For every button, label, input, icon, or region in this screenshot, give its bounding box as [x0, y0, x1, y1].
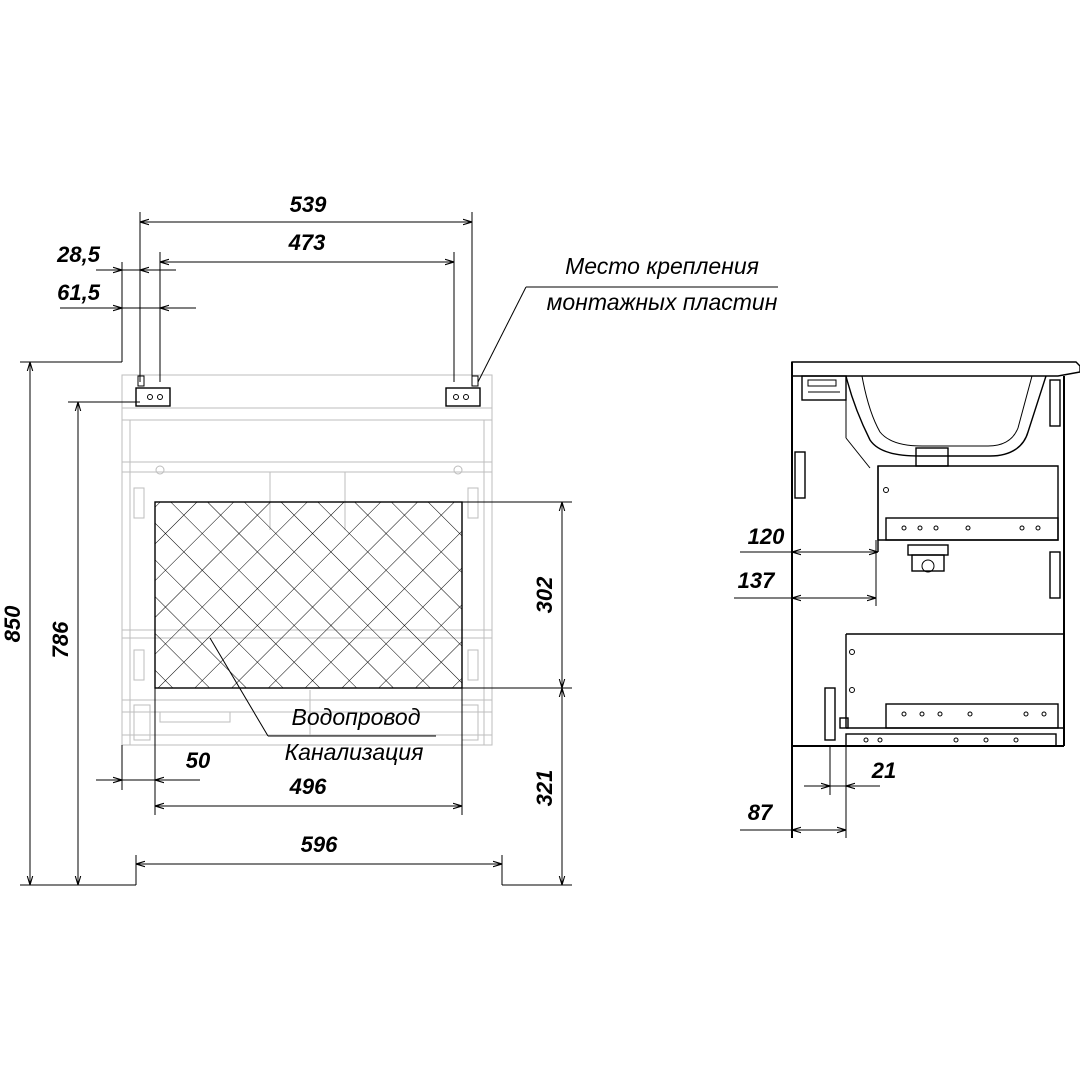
dimension-496: 496	[155, 688, 463, 815]
mounting-callout-line2: монтажных пластин	[547, 289, 778, 315]
dimension-120: 120	[740, 524, 878, 552]
dim-61-5-label: 61,5	[57, 280, 101, 305]
dimension-473: 473	[159, 230, 455, 382]
dim-21-label: 21	[871, 758, 896, 783]
dimension-786: 786	[48, 401, 140, 885]
lower-drawer-slide	[845, 733, 1057, 747]
dimension-539: 539	[139, 192, 473, 382]
dim-496-label: 496	[289, 774, 327, 799]
upper-drawer	[877, 465, 1059, 573]
basin	[845, 375, 1047, 457]
utilities-zone	[154, 501, 463, 689]
mounting-callout: Место крепления монтажных пластин	[477, 253, 778, 383]
dimension-28-5: 28,5	[56, 242, 176, 362]
dim-302-label: 302	[532, 576, 557, 613]
wall-rail-lower-left	[824, 687, 836, 741]
wall-rail-upper-right	[1049, 379, 1061, 427]
dim-850-label: 850	[0, 605, 25, 642]
wall-rail-middle-right	[1049, 551, 1061, 599]
dimension-137: 137	[734, 540, 877, 606]
water-supply-label: Водопровод	[292, 704, 421, 730]
basin-drain	[915, 447, 949, 467]
dim-786-label: 786	[48, 621, 73, 658]
wall-rail-upper-left	[794, 451, 806, 499]
dim-50-label: 50	[186, 748, 211, 773]
dim-321-label: 321	[532, 770, 557, 807]
dimension-50: 50	[96, 688, 211, 815]
front-view: 539 473 28,5 61,5 Место креп	[0, 192, 778, 886]
side-view: 120 137 21 87	[734, 361, 1080, 838]
dim-473-label: 473	[288, 230, 326, 255]
dim-28-5-label: 28,5	[56, 242, 101, 267]
lower-drawer	[839, 633, 1064, 747]
dimension-61-5: 61,5	[57, 280, 196, 308]
utilities-callout: Водопровод Канализация	[209, 637, 436, 765]
side-cabinet-body	[791, 362, 1065, 838]
dimension-321: 321	[502, 688, 572, 886]
mounting-plate-left	[135, 375, 171, 407]
dimension-850: 850	[0, 361, 136, 886]
sewage-label: Канализация	[285, 739, 424, 765]
dimension-302: 302	[462, 501, 572, 689]
dim-539-label: 539	[290, 192, 327, 217]
dim-120-label: 120	[748, 524, 785, 549]
dim-87-label: 87	[748, 800, 774, 825]
top-mounting-bracket	[801, 375, 847, 401]
dimension-87: 87	[740, 800, 846, 830]
mounting-plate-right	[445, 375, 481, 407]
dimension-596: 596	[135, 832, 503, 885]
mounting-callout-line1: Место крепления	[565, 253, 759, 279]
dim-137-label: 137	[738, 568, 776, 593]
upper-drawer-rail	[885, 517, 1059, 541]
dim-596-label: 596	[301, 832, 338, 857]
dimension-21: 21	[804, 746, 896, 838]
cabinet-outline	[121, 374, 493, 746]
lower-drawer-rail	[885, 703, 1059, 729]
countertop	[791, 361, 1080, 377]
